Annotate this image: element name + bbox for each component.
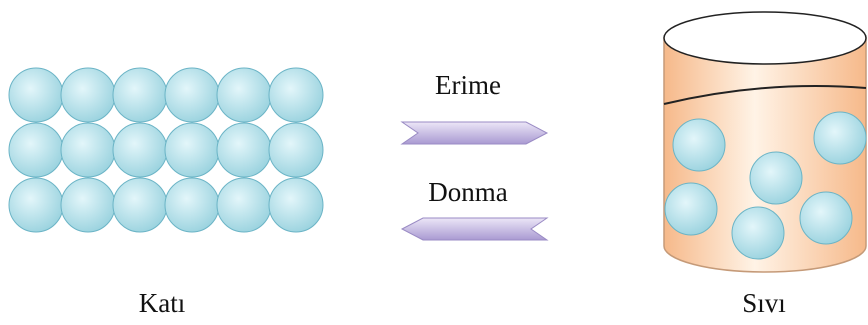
liquid-label: Sıvı <box>742 288 786 318</box>
solid-particle <box>60 67 116 123</box>
solid-particle <box>164 122 220 178</box>
liquid-particle <box>664 182 718 236</box>
melting-label: Erime <box>435 70 501 100</box>
liquid-particle <box>813 111 867 165</box>
solid-particle <box>112 122 168 178</box>
solid-particle <box>268 177 324 233</box>
liquid-particles <box>664 111 867 260</box>
solid-particle <box>112 177 168 233</box>
solid-particle <box>112 67 168 123</box>
solid-particle <box>268 122 324 178</box>
liquid-particle <box>731 206 785 260</box>
melting-arrow <box>400 121 549 145</box>
solid-particle <box>216 122 272 178</box>
beaker <box>663 11 867 273</box>
liquid-particle <box>799 191 853 245</box>
solid-particle <box>216 67 272 123</box>
solid-particle <box>8 67 64 123</box>
freezing-arrow <box>400 217 549 241</box>
solid-particle <box>8 122 64 178</box>
solid-particle <box>60 177 116 233</box>
freezing-label: Donma <box>428 177 508 207</box>
solid-particle <box>164 67 220 123</box>
liquid-particle <box>749 151 803 205</box>
solid-particle <box>164 177 220 233</box>
solid-particle <box>60 122 116 178</box>
beaker-rim <box>663 11 867 65</box>
liquid-particle <box>672 118 726 172</box>
liquid-surface-line <box>663 85 867 105</box>
solid-particle-grid <box>8 67 324 233</box>
solid-particle <box>268 67 324 123</box>
solid-particle <box>8 177 64 233</box>
solid-label: Katı <box>139 288 186 318</box>
solid-particle <box>216 177 272 233</box>
